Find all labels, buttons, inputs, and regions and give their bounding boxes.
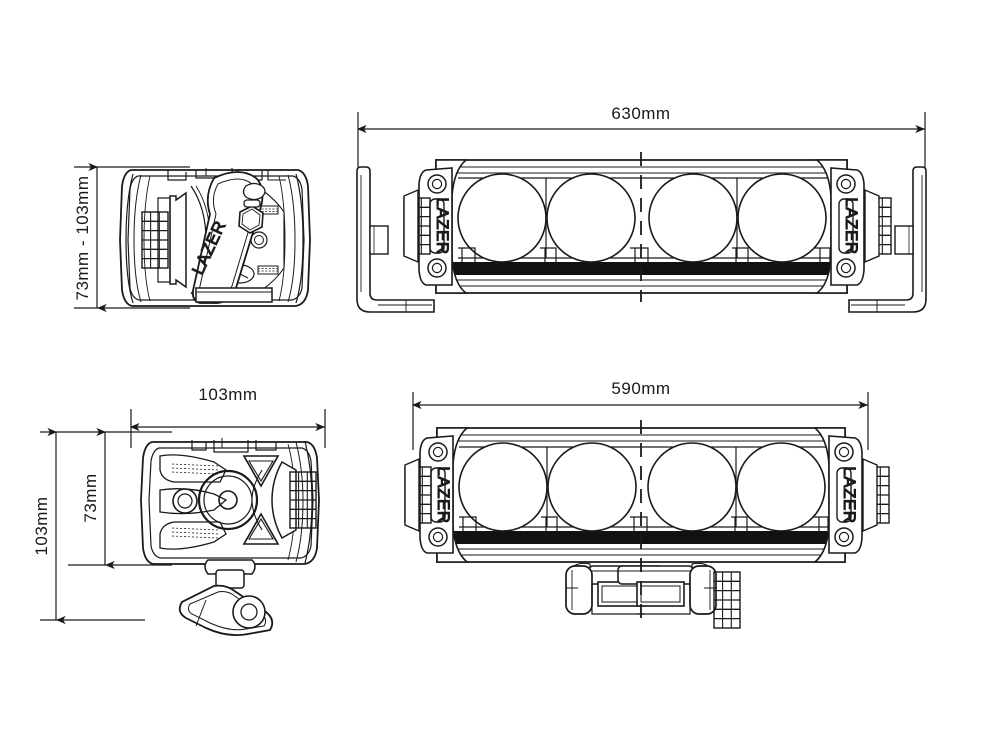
dimension-label-103mm-width: 103mm [198,385,257,404]
lens-5 [458,442,548,532]
lens-4 [737,173,827,263]
dimension-label-73mm-height: 73mm [81,473,100,522]
rear-view-housing [140,438,320,565]
bottom-mount-clamp-right [617,562,741,629]
dimension-length-590: 590mm [411,379,868,410]
dimension-width-103: 103mm [129,385,325,432]
lens-7 [647,442,737,532]
dimension-height-range: 73mm - 103mm [73,162,107,313]
mount-bracket-right-top [848,166,927,313]
end-cap-right-bottom: LAZER [812,427,890,563]
view-front-view-bottom-mount: 590mm [404,379,890,629]
dimension-label-103mm-height: 103mm [32,496,51,555]
brand-label-lazer-top-left: LAZER [433,197,452,254]
mount-bracket-left-top [356,166,435,313]
lens-group-bottom [458,442,826,532]
center-boss-ring [197,469,259,531]
brand-label-lazer-top-right: LAZER [842,197,861,254]
dimension-label-height-range: 73mm - 103mm [73,175,92,300]
view-front-view-side-mount: 630mm [356,104,927,313]
lens-mount-tabs-bottom [459,447,829,531]
dimension-height-73: 73mm [81,427,115,570]
dimension-overall-length-bracket: 630mm [356,104,925,134]
view-end-view-with-bracket: 73mm - 103mm [73,162,311,313]
dimension-label-590mm: 590mm [611,379,670,398]
brand-label-lazer-bottom-left: LAZER [434,466,453,523]
end-cap-left-bottom: LAZER [404,427,470,563]
lens-8 [736,442,826,532]
dimension-label-630mm: 630mm [611,104,670,123]
rear-view-mount-foot [178,559,274,637]
lens-group-top [457,173,827,263]
lens-mount-tabs-top [458,178,831,262]
end-cap-right-top: LAZER [814,159,892,294]
lens-1 [457,173,547,263]
dimension-height-103: 103mm [32,427,66,625]
end-view-housing [119,168,311,307]
end-cap-left-top: LAZER [403,159,469,294]
lens-3 [648,173,738,263]
lens-2 [546,173,636,263]
view-rear-view: 103mm 103mm 73mm [32,385,326,637]
brand-label-lazer-bottom-right: LAZER [840,466,859,523]
lens-6 [547,442,637,532]
